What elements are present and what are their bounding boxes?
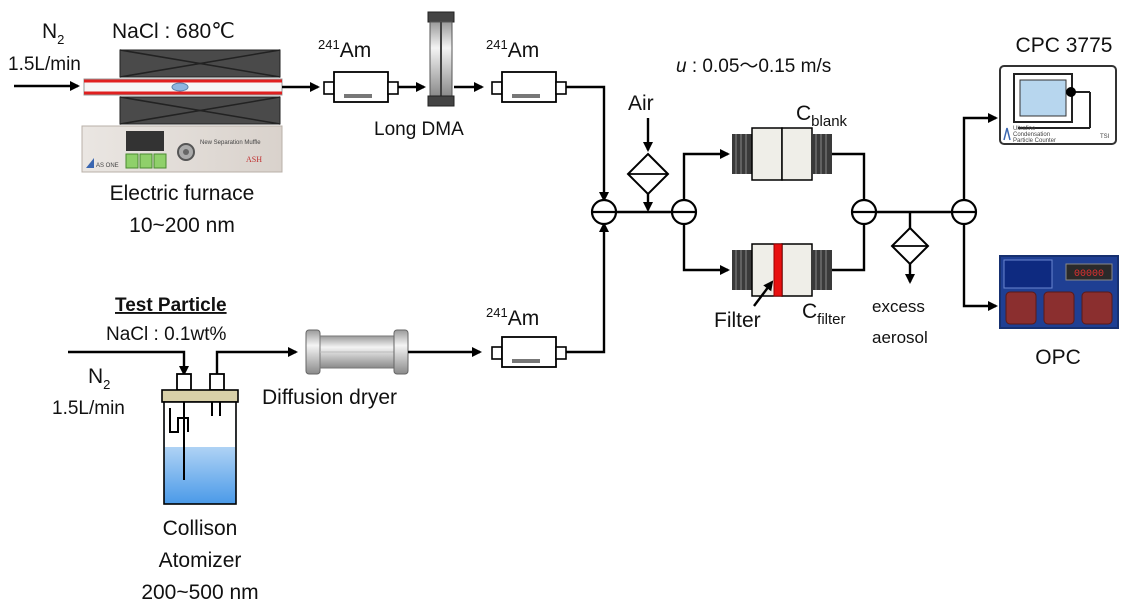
svg-text:TSI: TSI — [1100, 134, 1110, 140]
blank-label: Cblank — [796, 102, 848, 130]
svg-text:N2: N2 — [42, 20, 64, 47]
svg-text:1.5L/min: 1.5L/min — [8, 54, 81, 75]
svg-text:ASH: ASH — [246, 155, 262, 164]
neutralizer-3 — [491, 336, 567, 368]
long-dma — [427, 11, 455, 107]
atomizer-size-range: 200~500 nm — [141, 581, 258, 604]
atomizer-inlet-arrow — [68, 350, 189, 376]
split-to-filter — [682, 224, 730, 275]
furnace-salt-label: NaCl : 680℃ — [112, 20, 235, 43]
neutralizer-3-label: 241Am — [486, 305, 539, 330]
atomizer-to-dryer-line — [215, 347, 298, 374]
excess-filter — [890, 226, 930, 266]
test-particle-solution: NaCl : 0.1wt% — [106, 324, 226, 345]
neutralizer-1 — [323, 71, 399, 103]
cpc-device: Ultrafine Condensation Particle Counter … — [999, 65, 1117, 145]
excess-line1: excess — [872, 297, 925, 316]
svg-text:Ultrafine: Ultrafine — [1013, 126, 1036, 132]
velocity-label: u : 0.05〜0.15 m/s — [676, 56, 831, 77]
cpc-title: CPC 3775 — [1016, 34, 1113, 57]
dma-to-junction-line — [566, 85, 609, 202]
atomizer-line1: Collison — [163, 517, 238, 540]
opc-title: OPC — [1035, 346, 1081, 369]
collison-atomizer — [161, 373, 239, 505]
furnace-title: Electric furnace — [110, 182, 255, 205]
atomizer-inlet-label: N2 1.5L/min — [52, 365, 125, 419]
svg-text:N2: N2 — [88, 365, 110, 392]
filter-to-valve-3 — [832, 224, 866, 272]
furnace-inlet-label: N2 1.5L/min — [8, 20, 81, 75]
svg-text:00000: 00000 — [1074, 269, 1104, 280]
blank-to-valve-3 — [832, 152, 866, 200]
svg-text:Condensation: Condensation — [1013, 132, 1050, 138]
neutralizer-2-label: 241Am — [486, 37, 539, 62]
opc-device: 00000 — [999, 255, 1119, 329]
blank-holder — [732, 127, 832, 181]
to-opc-arrow — [962, 224, 998, 311]
split-to-blank — [682, 149, 730, 200]
svg-text:1.5L/min: 1.5L/min — [52, 398, 125, 419]
filter-element — [773, 243, 783, 297]
air-filter — [626, 152, 670, 196]
test-particle-heading: Test Particle — [115, 295, 227, 316]
air-label: Air — [628, 92, 654, 115]
neutralizer-2 — [491, 71, 567, 103]
neutralizer-1-label: 241Am — [318, 37, 371, 62]
furnace-heater — [83, 49, 283, 125]
diffusion-dryer — [305, 329, 409, 375]
svg-text:Particle Counter: Particle Counter — [1013, 138, 1056, 144]
furnace-size-range: 10~200 nm — [129, 214, 235, 237]
svg-text:AS ONE: AS ONE — [96, 163, 119, 169]
to-cpc-arrow — [962, 113, 998, 200]
dryer-label: Diffusion dryer — [262, 386, 397, 409]
filter-pointer-arrow — [753, 280, 774, 307]
excess-line2: aerosol — [872, 328, 928, 347]
filter-holder-label: Cfilter — [802, 300, 846, 328]
filter-name-label: Filter — [714, 309, 761, 332]
svg-text:New Separation Muffle: New Separation Muffle — [200, 140, 261, 146]
svg-text:u : 0.05〜0.15 m/s: u : 0.05〜0.15 m/s — [676, 56, 831, 77]
dma-label: Long DMA — [374, 119, 464, 140]
atomizer-to-junction-line — [566, 222, 609, 354]
furnace-controller: New Separation Muffle ASH AS ONE — [81, 125, 283, 173]
atomizer-line2: Atomizer — [159, 549, 242, 572]
